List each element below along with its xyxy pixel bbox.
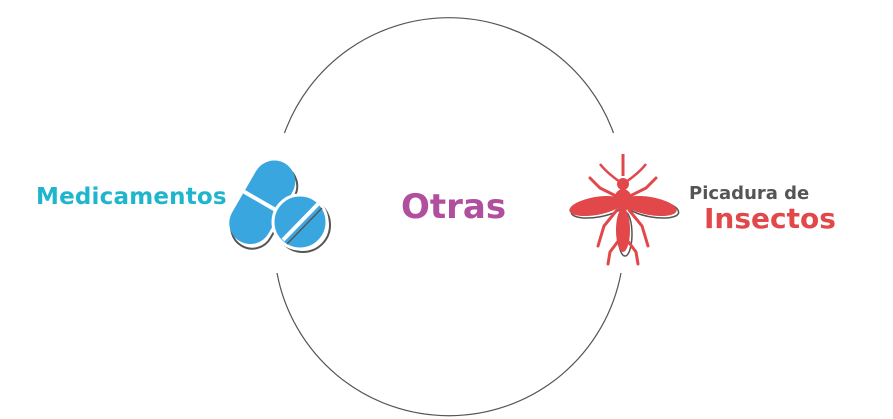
pills-icon <box>229 160 331 253</box>
center-label-otras: Otras <box>401 187 507 227</box>
cycle-arc-bottom <box>276 272 622 417</box>
mosquito-icon <box>569 154 680 266</box>
insectos-label: Insectos <box>704 202 836 235</box>
cycle-arc-top <box>283 17 615 134</box>
medicamentos-label: Medicamentos <box>36 184 227 210</box>
picadura-label: Picadura de <box>689 183 810 204</box>
